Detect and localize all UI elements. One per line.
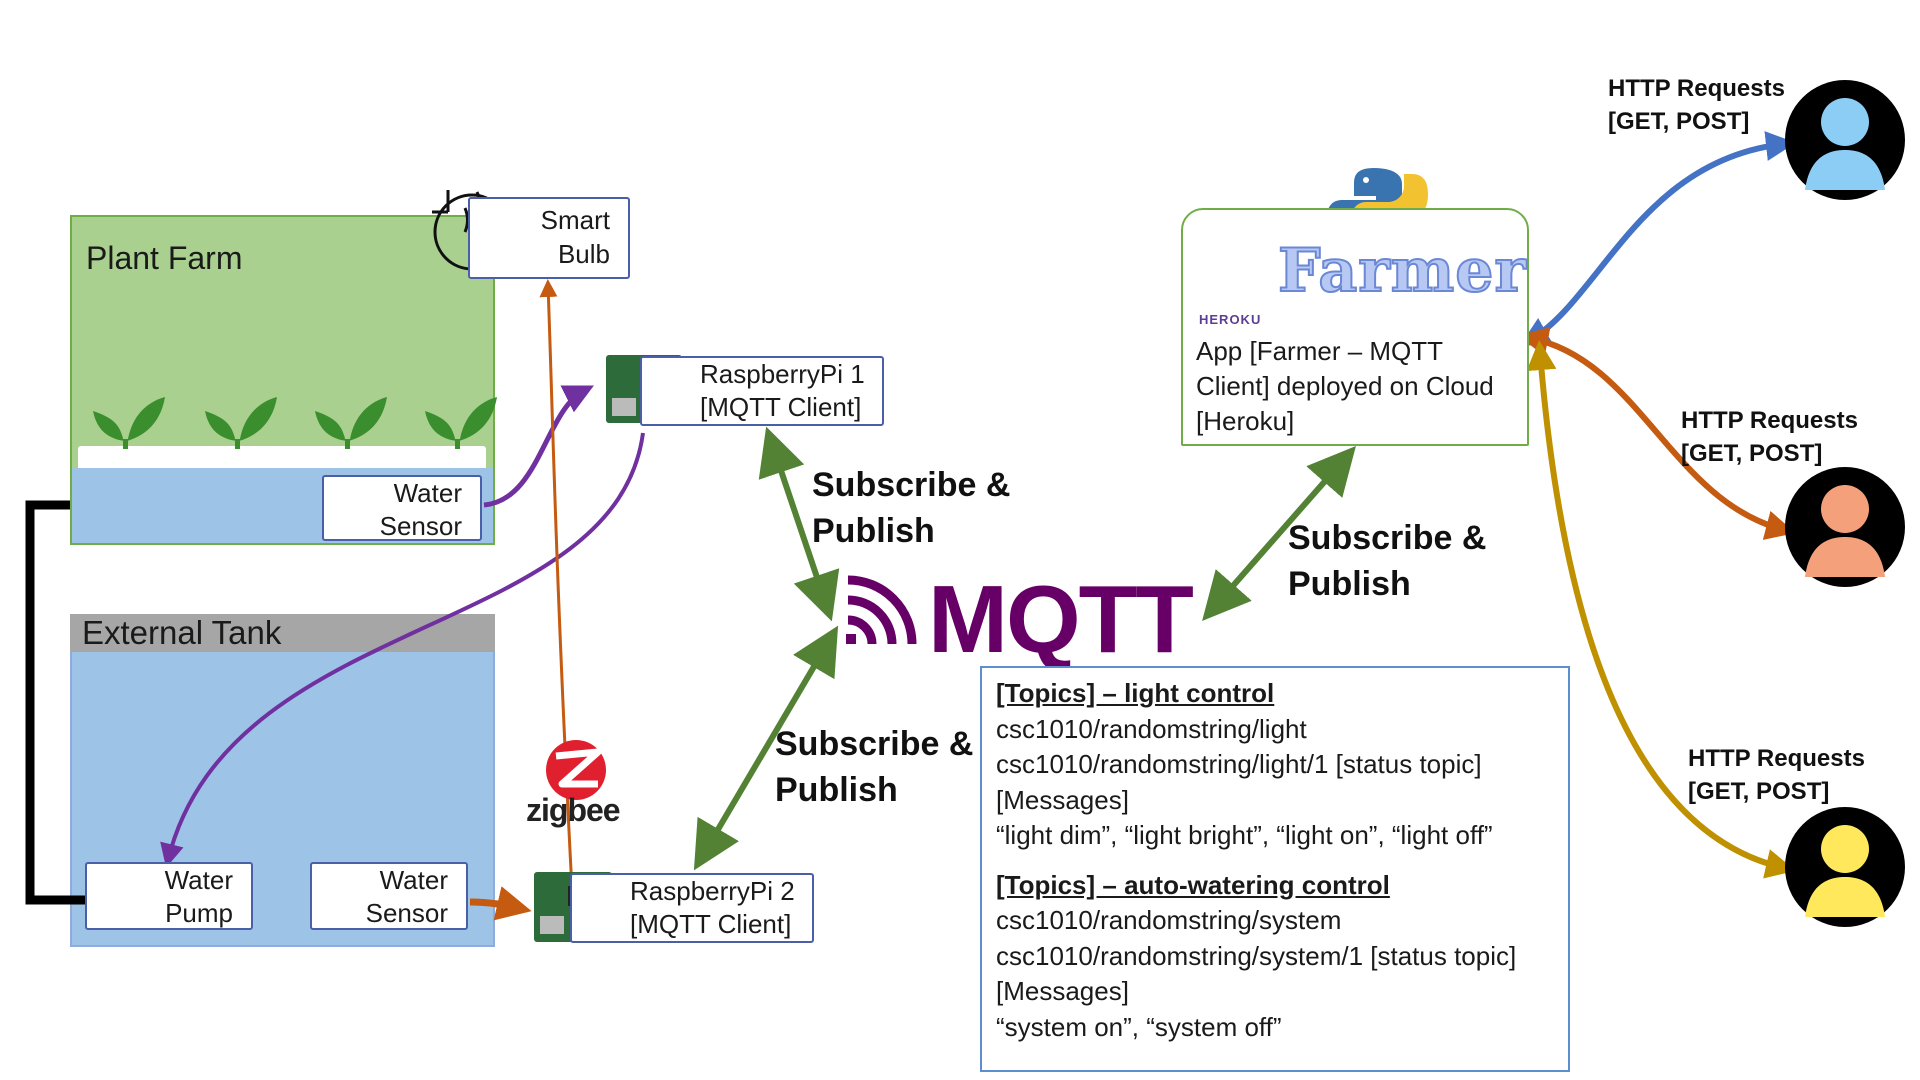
tank-water-sensor-box[interactable]: Water Sensor — [310, 862, 468, 930]
plant-icon — [315, 397, 387, 449]
user1-http-label: HTTP Requests [GET, POST] — [1608, 72, 1785, 138]
user1-http-label-2: [GET, POST] — [1608, 108, 1750, 135]
plant-farm-title: Plant Farm — [86, 240, 243, 276]
user-avatar — [1785, 80, 1905, 200]
light-messages: “light dim”, “light bright”, “light on”,… — [996, 820, 1493, 850]
water-pipe — [25, 500, 85, 905]
rpi1-mqtt-label-2: Publish — [812, 512, 935, 550]
rpi1-mqtt-label: Subscribe & Publish — [812, 462, 1010, 554]
rpi2-mqtt-label: Subscribe & Publish — [775, 721, 973, 813]
app-description-3: [Heroku] — [1196, 406, 1295, 436]
app-box[interactable] — [1181, 208, 1529, 446]
app-description-2: Client] deployed on Cloud — [1196, 371, 1494, 401]
plant-icon — [93, 397, 165, 449]
user3-arrow — [1526, 340, 1796, 879]
sensor-to-rpi1-arrow — [483, 385, 594, 508]
tank-sensor-label-2: Sensor — [365, 898, 448, 928]
user3-http-label-2: [GET, POST] — [1688, 778, 1830, 805]
smart-bulb-box[interactable]: Smart Bulb — [468, 197, 630, 279]
mqtt-wave-icon — [846, 575, 917, 645]
rpi1-label-2: [MQTT Client] — [700, 392, 862, 422]
user1-arrow — [1519, 131, 1796, 346]
external-tank-header — [70, 614, 495, 652]
plant-icon — [205, 397, 277, 449]
water-topics-heading: [Topics] – auto-watering control — [996, 869, 1390, 900]
rpi1-box[interactable]: RaspberryPi 1 [MQTT Client] — [640, 356, 884, 426]
light-topics-heading: [Topics] – light control — [996, 678, 1275, 708]
external-tank-title: External Tank — [82, 614, 282, 651]
rpi2-label-1: RaspberryPi 2 — [630, 876, 795, 906]
mqtt-label: MQTT — [928, 566, 1194, 673]
water-status-topic: csc1010/randomstring/system/1 [status to… — [996, 940, 1517, 971]
user2-http-label-2: [GET, POST] — [1681, 440, 1823, 467]
smart-bulb-label-1: Smart — [540, 205, 610, 235]
farmer-logo-text: Farmer — [1277, 235, 1528, 307]
mqtt-app-label-1: Subscribe & — [1288, 519, 1487, 557]
water-topic: csc1010/randomstring/system — [996, 905, 1342, 935]
zigbee-icon — [546, 740, 606, 800]
rpi2-mqtt-label-1: Subscribe & — [775, 725, 974, 763]
farm-water-sensor-box[interactable]: Water Sensor — [322, 475, 482, 541]
tank-sensor-label-1: Water — [379, 865, 448, 895]
farm-sensor-label-1: Water — [393, 478, 462, 508]
app-description: App [Farmer – MQTT Client] deployed on C… — [1196, 334, 1494, 439]
water-messages-heading: [Messages] — [996, 976, 1129, 1006]
mqtt-app-arrow — [1202, 445, 1356, 622]
farm-sensor-label-2: Sensor — [379, 511, 462, 541]
rpi2-box[interactable]: RaspberryPi 2 [MQTT Client] — [570, 873, 814, 943]
app-description-1: App [Farmer – MQTT — [1196, 336, 1444, 366]
user1-http-label-1: HTTP Requests — [1608, 75, 1785, 102]
plant-icon — [425, 397, 497, 449]
mqtt-app-label: Subscribe & Publish — [1288, 515, 1486, 607]
user2-http-label: HTTP Requests [GET, POST] — [1681, 404, 1858, 470]
user2-http-label-1: HTTP Requests — [1681, 407, 1858, 434]
rpi2-mqtt-label-2: Publish — [775, 771, 898, 809]
user-avatar — [1785, 467, 1905, 587]
rpi1-mqtt-arrow — [758, 426, 840, 622]
rpi2-label-2: [MQTT Client] — [630, 909, 792, 939]
user3-http-label-1: HTTP Requests — [1688, 745, 1865, 772]
water-pump-box[interactable]: Water Pump — [85, 862, 253, 930]
tank-sensor-to-rpi2-arrow — [469, 886, 532, 921]
smart-bulb-label-2: Bulb — [557, 239, 610, 269]
user3-http-label: HTTP Requests [GET, POST] — [1688, 742, 1865, 808]
pump-label-1: Water — [164, 865, 233, 895]
mqtt-app-label-2: Publish — [1288, 565, 1411, 603]
light-messages-heading: [Messages] — [996, 784, 1129, 815]
rpi2-mqtt-arrow — [693, 625, 839, 871]
rpi1-to-pump-arrow — [160, 432, 645, 868]
user-avatar — [1785, 807, 1905, 927]
light-topic: csc1010/randomstring/light — [996, 713, 1307, 744]
rpi1-label-1: RaspberryPi 1 — [700, 359, 865, 389]
topics-box: [Topics] – light control csc1010/randoms… — [980, 666, 1570, 1072]
zigbee-label: zigbee — [526, 792, 621, 828]
water-messages: “system on”, “system off” — [996, 1011, 1282, 1042]
pump-label-2: Pump — [165, 898, 233, 928]
heroku-label: HEROKU — [1199, 312, 1262, 327]
plant-tray — [78, 446, 486, 470]
rpi1-mqtt-label-1: Subscribe & — [812, 466, 1011, 504]
light-status-topic: csc1010/randomstring/light/1 [status top… — [996, 749, 1482, 779]
